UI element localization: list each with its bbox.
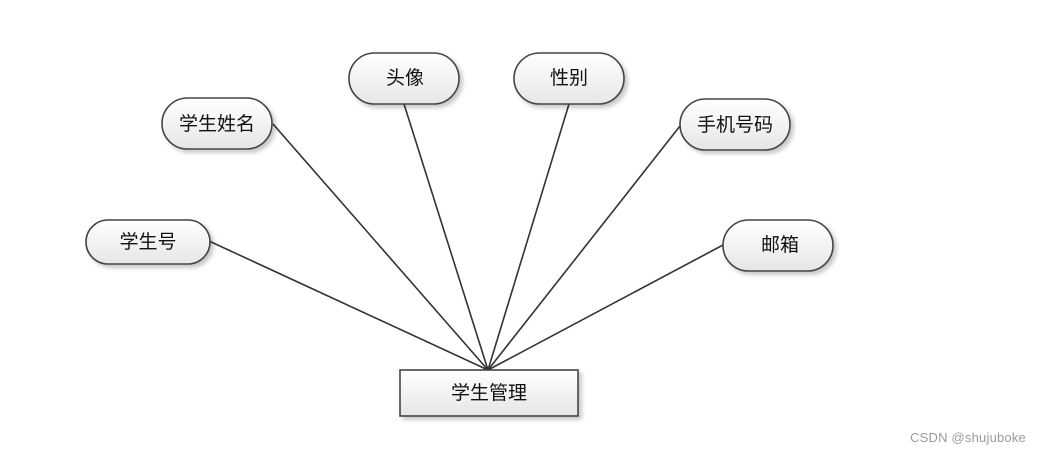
attribute-phone: 手机号码 — [679, 98, 791, 151]
attribute-avatar: 头像 — [348, 52, 460, 105]
connector-avatar — [403, 103, 489, 371]
attribute-email: 邮箱 — [722, 219, 834, 272]
connector-lines — [208, 103, 724, 371]
attribute-student-id-label: 学生号 — [119, 231, 176, 253]
attribute-gender-label: 性别 — [550, 67, 588, 89]
connector-phone — [487, 125, 681, 371]
attribute-gender: 性别 — [513, 52, 625, 105]
attribute-student-name: 学生姓名 — [161, 97, 273, 150]
attribute-avatar-label: 头像 — [386, 67, 424, 89]
entity-student-management-label: 学生管理 — [451, 382, 527, 404]
connector-gender — [487, 103, 570, 371]
entity-student-management: 学生管理 — [399, 369, 579, 417]
connector-email — [487, 244, 724, 371]
attribute-student-id: 学生号 — [85, 219, 211, 265]
connector-student-id — [208, 240, 489, 371]
attribute-student-name-label: 学生姓名 — [179, 113, 255, 135]
attribute-email-label: 邮箱 — [761, 234, 799, 256]
connector-student-name — [272, 123, 489, 371]
watermark: CSDN @shujuboke — [910, 430, 1026, 445]
attribute-phone-label: 手机号码 — [697, 114, 773, 136]
